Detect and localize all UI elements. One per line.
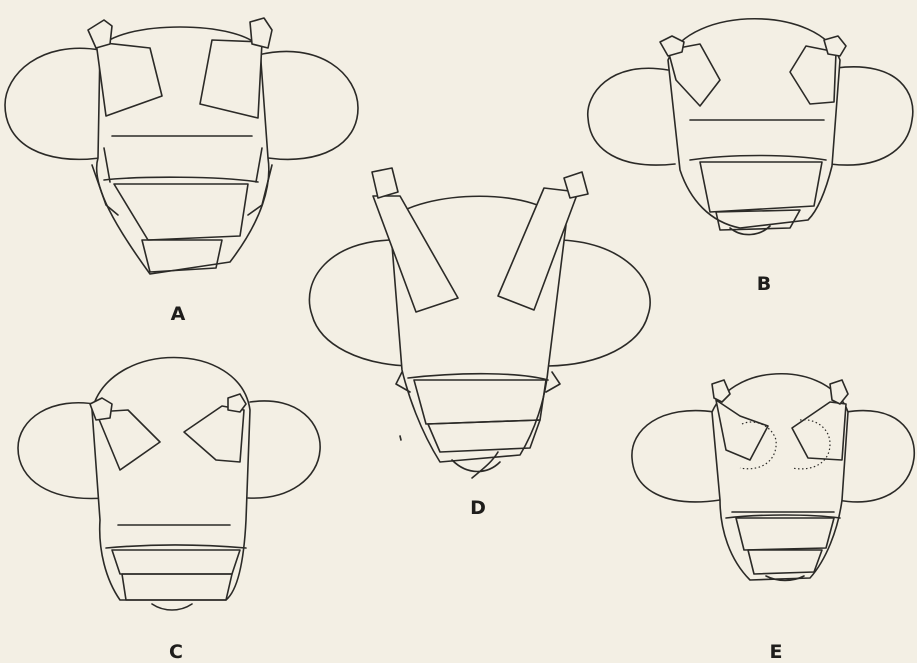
compound-eye-right bbox=[258, 51, 358, 159]
antennal-pedicel-right bbox=[824, 36, 846, 56]
figure-label-e: E bbox=[770, 641, 783, 663]
antennal-pedicel-right bbox=[250, 18, 272, 48]
compound-eye-left bbox=[632, 411, 720, 502]
compound-eye-right bbox=[548, 240, 650, 366]
compound-eye-right bbox=[830, 67, 913, 165]
compound-eye-left bbox=[5, 48, 100, 159]
antennal-pedicel-left bbox=[372, 168, 398, 198]
head-figure-b: B bbox=[588, 19, 913, 295]
stray-mark bbox=[400, 436, 401, 440]
figure-label-a: A bbox=[171, 303, 186, 325]
antennal-scape-right bbox=[200, 40, 262, 118]
compound-eye-left bbox=[18, 403, 104, 499]
head-figure-c: C bbox=[18, 358, 320, 663]
mandibles bbox=[152, 604, 192, 610]
compound-eye-left bbox=[588, 68, 675, 165]
figure-label-d: D bbox=[470, 497, 486, 519]
antennal-pedicel-right bbox=[830, 380, 848, 404]
antennal-pedicel-left bbox=[88, 20, 112, 48]
compound-eye-right bbox=[838, 411, 914, 502]
figure-label-c: C bbox=[169, 641, 183, 663]
head-figure-e: E bbox=[632, 374, 914, 663]
antennal-pedicel-left bbox=[660, 36, 684, 56]
head-figure-a: A bbox=[5, 18, 358, 325]
compound-eye-right bbox=[248, 401, 320, 498]
figure-label-b: B bbox=[757, 273, 771, 295]
head-figure-d: D bbox=[309, 168, 650, 519]
